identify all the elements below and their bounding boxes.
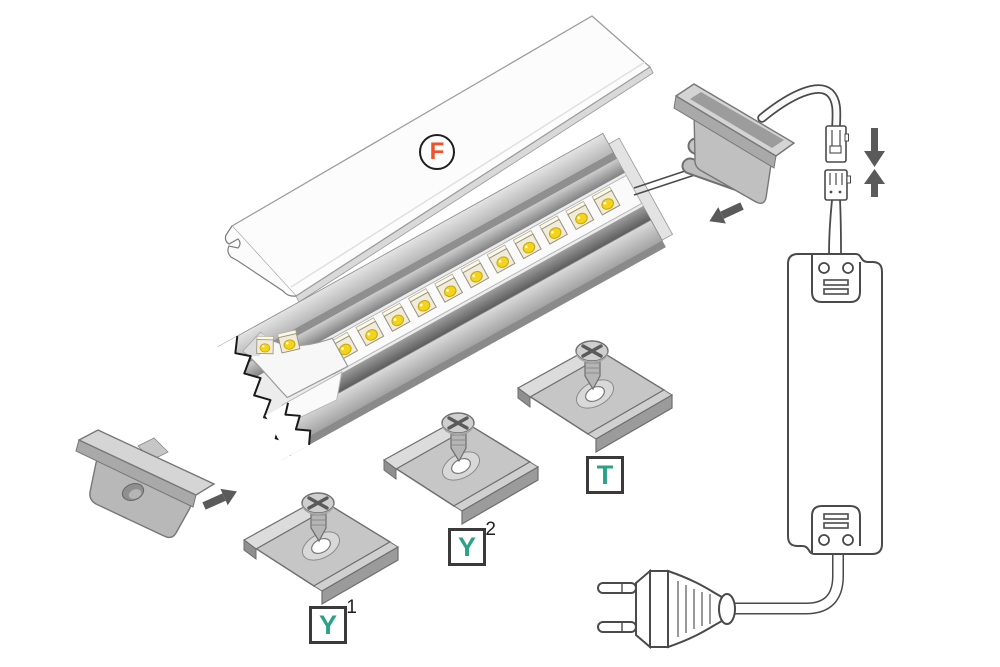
driver-vent-bottom-2 [823, 522, 849, 529]
plug-pin-bottom [597, 621, 637, 633]
endcap-flange-groove [690, 92, 784, 148]
profile-cut-edge [148, 335, 312, 500]
plug-strain-relief [718, 593, 736, 625]
endcap-left-flange-top [77, 429, 216, 496]
endcap-body [693, 110, 773, 205]
driver-body [787, 253, 883, 555]
mounting-bracket-y1 [242, 491, 400, 606]
label-cover-f: F [419, 134, 455, 170]
label-y1-letter: Y [318, 609, 337, 640]
label-cover-f-letter: F [429, 138, 445, 165]
driver-vent-top-2 [823, 288, 849, 295]
driver-screw-hole-bottom-right [842, 534, 854, 546]
cable-connectors [824, 125, 885, 255]
plug-body-right [649, 570, 669, 648]
end-cap-left [75, 429, 216, 539]
endcap-cable-fill [759, 86, 840, 130]
power-plug [597, 568, 736, 650]
profile-back-wall [232, 158, 625, 387]
label-y2-superscript: 2 [485, 519, 496, 540]
driver-screw-hole-bottom-left [818, 534, 830, 546]
aluminium-profile [148, 132, 674, 500]
arrow-endcap-right-icon [705, 197, 746, 230]
driver-terminal-bottom [811, 505, 861, 553]
connector-male [825, 125, 849, 163]
profile-front-edge [277, 241, 666, 461]
label-bracket-t: T [586, 456, 624, 494]
label-t-letter: T [596, 459, 614, 490]
arrow-connect-up-icon [864, 169, 885, 197]
label-bracket-y2: Y 2 [448, 519, 496, 566]
label-y2-letter: Y [457, 531, 476, 562]
driver-screw-hole-top-left [818, 262, 830, 274]
endcap-left-hole-inner [128, 489, 142, 499]
led-strip-curl [242, 329, 349, 399]
cover-end-hooks [224, 225, 297, 297]
driver-input-wire-1 [828, 199, 833, 255]
driver-terminal-top [811, 255, 861, 303]
driver-vent-bottom-1 [823, 513, 849, 520]
plug-cone [667, 569, 723, 649]
plug-pin-top [597, 582, 637, 594]
end-cap-right [673, 83, 842, 205]
profile-back-lip [228, 152, 617, 373]
connector-female [824, 169, 851, 201]
driver-screw-hole-top-right [842, 262, 854, 274]
plug-body-left [635, 568, 651, 650]
mounting-bracket-y2 [382, 411, 540, 526]
mounting-bracket-t [516, 339, 674, 454]
profile-front-wall [258, 206, 651, 434]
label-bracket-y1: Y 1 [309, 597, 357, 644]
driver-vent-top-1 [823, 279, 849, 286]
cover-bevel-line [290, 61, 646, 288]
arrow-connect-down-icon [864, 128, 885, 167]
label-y1-superscript: 1 [346, 597, 357, 618]
led-driver [787, 253, 883, 555]
mains-cable [733, 555, 844, 615]
driver-input-wire-2 [839, 199, 842, 255]
